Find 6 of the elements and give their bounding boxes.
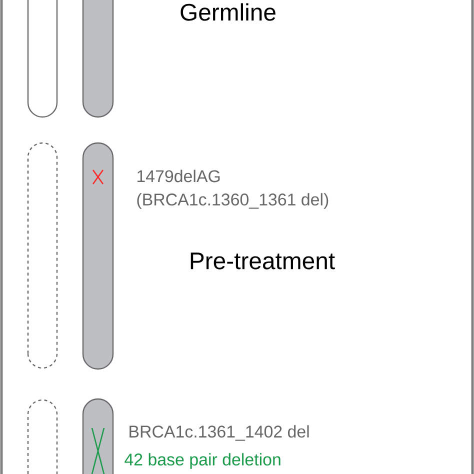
deletion-label: 42 base pair deletion (124, 453, 280, 469)
stage-title: Pre-treatment (190, 252, 335, 270)
mutation-label: BRCA1c.1361_1402 del (130, 425, 309, 441)
mutation-label: 1479delAG (138, 170, 220, 182)
title-text: Germline (180, 3, 276, 21)
mutation-label: (BRCA1c.1360_1361 del) (137, 193, 328, 209)
